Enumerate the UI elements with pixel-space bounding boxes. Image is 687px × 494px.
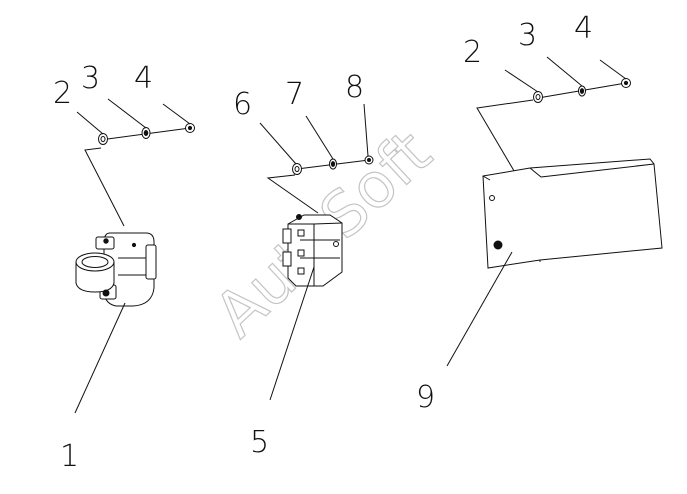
label-6: 6 <box>233 87 252 122</box>
washer-3-group3 <box>578 85 586 97</box>
label-7: 7 <box>285 77 304 112</box>
module-part-5 <box>282 214 343 287</box>
label-3-group1: 3 <box>81 61 100 96</box>
label-4-group1: 4 <box>134 61 153 96</box>
assembly-group-3: 2 3 4 9 <box>416 11 663 415</box>
cover-plate-part-9 <box>482 158 663 269</box>
label-4-group3: 4 <box>574 11 593 46</box>
screw-4-group3 <box>621 78 631 88</box>
screw-4-group1 <box>185 123 195 133</box>
label-2-group3: 2 <box>463 35 482 70</box>
relay-part-1 <box>75 232 157 307</box>
assembly-group-1: 2 3 4 1 <box>53 61 195 474</box>
label-3-group3: 3 <box>518 18 537 53</box>
washer-2-group1 <box>98 133 108 145</box>
washer-3-group1 <box>141 127 151 139</box>
assembly-group-2: 6 7 8 5 <box>233 70 374 460</box>
washer-6-group2 <box>292 163 302 175</box>
label-5-part: 5 <box>250 425 269 460</box>
screw-8-group2 <box>364 155 374 165</box>
label-9-part: 9 <box>416 380 435 415</box>
label-8: 8 <box>345 70 364 105</box>
label-1-part: 1 <box>60 439 79 474</box>
washer-2-group3 <box>533 91 543 103</box>
washer-7-group2 <box>329 158 337 170</box>
label-2-group1: 2 <box>53 76 72 111</box>
